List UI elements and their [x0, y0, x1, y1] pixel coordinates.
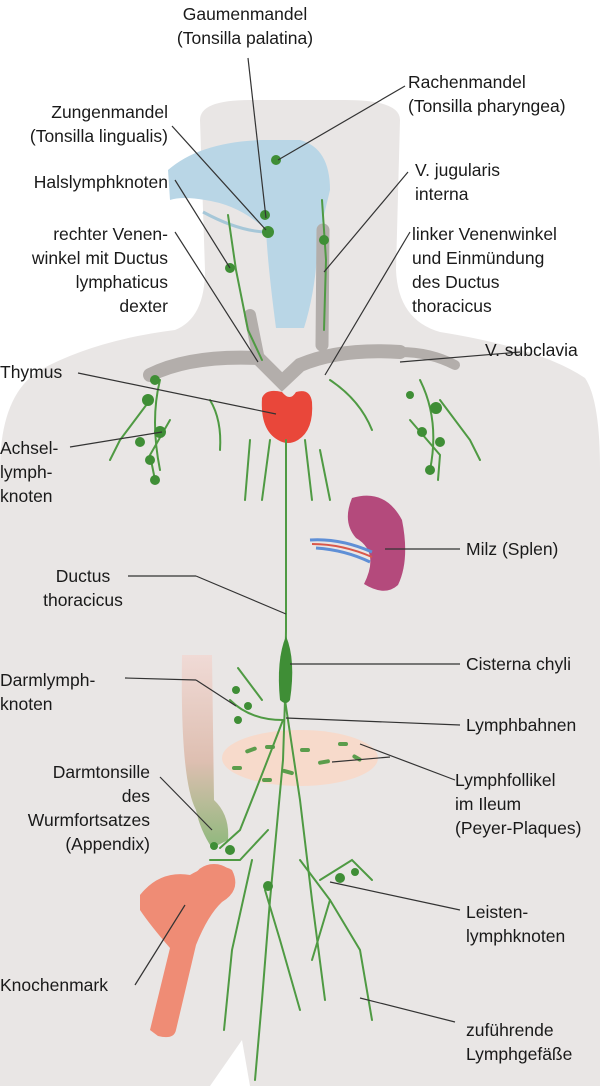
label-jugularis: V. jugularis interna [415, 158, 500, 206]
pharynx-shape [168, 140, 330, 328]
thymus-organ [261, 390, 313, 443]
label-peyer-plaques-line1: Lymphfollikel [455, 770, 556, 790]
label-rachenmandel: Rachenmandel (Tonsilla pharyngea) [408, 70, 566, 118]
label-peyer-plaques: Lymphfollikel im Ileum (Peyer-Plaques) [455, 768, 581, 840]
label-ductus-thoracicus: Ductus thoracicus [35, 564, 131, 612]
label-thymus-line1: Thymus [0, 362, 63, 382]
body-silhouette [0, 100, 600, 1086]
label-darmtonsille-line3: Wurmfortsatzes [27, 810, 150, 830]
spleen-vessels [309, 538, 373, 564]
label-subclavia-line1: V. subclavia [485, 340, 578, 360]
label-peyer-plaques-line3: (Peyer-Plaques) [455, 818, 582, 838]
label-halslymphknoten: Halslymphknoten [34, 170, 168, 194]
label-rachenmandel-line2: (Tonsilla pharyngea) [408, 96, 566, 116]
label-thymus: Thymus [0, 360, 62, 384]
label-zungenmandel-line1: Zungenmandel [51, 102, 168, 122]
label-rechter-venenwinkel-line4: dexter [119, 296, 168, 316]
label-jugularis-line1: V. jugularis [415, 160, 500, 180]
label-linker-venenwinkel-line3: des Ductus [412, 272, 500, 292]
label-subclavia: V. subclavia [485, 338, 578, 362]
label-rechter-venenwinkel-line3: lymphaticus [75, 272, 168, 292]
spleen-artery [311, 543, 373, 558]
label-linker-venenwinkel-line1: linker Venenwinkel [412, 224, 557, 244]
label-achsellymphknoten-line2: lymph- [0, 462, 53, 482]
label-rechter-venenwinkel-line2: winkel mit Ductus [31, 248, 168, 268]
label-leistenlymphknoten-line2: lymphknoten [466, 926, 566, 946]
label-darmlymphknoten-line1: Darmlymph- [0, 670, 96, 690]
label-gaumenmandel-line1: Gaumenmandel [182, 4, 308, 24]
label-linker-venenwinkel: linker Venenwinkel und Einmündung des Du… [412, 222, 557, 318]
label-darmtonsille: Darmtonsille des Wurmfortsatzes (Appendi… [28, 760, 150, 856]
label-milz: Milz (Splen) [466, 537, 558, 561]
label-achsellymphknoten-line3: knoten [0, 486, 53, 506]
label-zufuehrende-line1: zuführende [466, 1020, 554, 1040]
label-leistenlymphknoten-line1: Leisten- [466, 902, 529, 922]
label-cisterna-chyli: Cisterna chyli [466, 652, 571, 676]
label-zufuehrende-line2: Lymphgefäße [466, 1044, 573, 1064]
cisterna-chyli-organ [278, 636, 293, 703]
femur-bone [140, 866, 236, 1038]
label-darmlymphknoten-line2: knoten [0, 694, 53, 714]
label-ductus-thoracicus-line2: thoracicus [43, 590, 123, 610]
intestine-shape [181, 655, 229, 848]
label-gaumenmandel: Gaumenmandel (Tonsilla palatina) [150, 2, 340, 50]
lymph-nodes [135, 155, 445, 891]
label-darmtonsille-line1: Darmtonsille [52, 762, 150, 782]
label-zungenmandel-line2: (Tonsilla lingualis) [29, 126, 168, 146]
label-achsellymphknoten-line1: Achsel- [0, 438, 59, 458]
label-knochenmark-line1: Knochenmark [0, 975, 108, 995]
label-zufuehrende-lymphgefaesse: zuführende Lymphgefäße [466, 1018, 572, 1066]
label-darmtonsille-line2: des [121, 786, 150, 806]
label-lymphbahnen-line1: Lymphbahnen [466, 715, 577, 735]
label-knochenmark: Knochenmark [0, 973, 108, 997]
label-gaumenmandel-line2: (Tonsilla palatina) [176, 28, 314, 48]
label-darmlymphknoten: Darmlymph- knoten [0, 668, 95, 716]
label-milz-line1: Milz (Splen) [466, 539, 559, 559]
label-zungenmandel: Zungenmandel (Tonsilla lingualis) [30, 100, 168, 148]
label-lymphbahnen: Lymphbahnen [466, 713, 576, 737]
femur-head [194, 864, 234, 896]
label-cisterna-chyli-line1: Cisterna chyli [466, 654, 572, 674]
label-achsellymphknoten: Achsel- lymph- knoten [0, 436, 58, 508]
leader-lines [69, 57, 521, 1023]
spleen-organ [347, 495, 406, 591]
label-linker-venenwinkel-line4: thoracicus [412, 296, 492, 316]
label-darmtonsille-line4: (Appendix) [65, 834, 150, 854]
label-rechter-venenwinkel-line1: rechter Venen- [53, 224, 168, 244]
label-linker-venenwinkel-line2: und Einmündung [412, 248, 545, 268]
label-halslymphknoten-line1: Halslymphknoten [33, 172, 168, 192]
label-rechter-venenwinkel: rechter Venen- winkel mit Ductus lymphat… [32, 222, 168, 318]
label-leistenlymphknoten: Leisten- lymphknoten [466, 900, 565, 948]
label-ductus-thoracicus-line1: Ductus [55, 566, 111, 586]
label-rachenmandel-line1: Rachenmandel [408, 72, 526, 92]
label-peyer-plaques-line2: im Ileum [455, 794, 522, 814]
label-jugularis-line2: interna [415, 184, 469, 204]
